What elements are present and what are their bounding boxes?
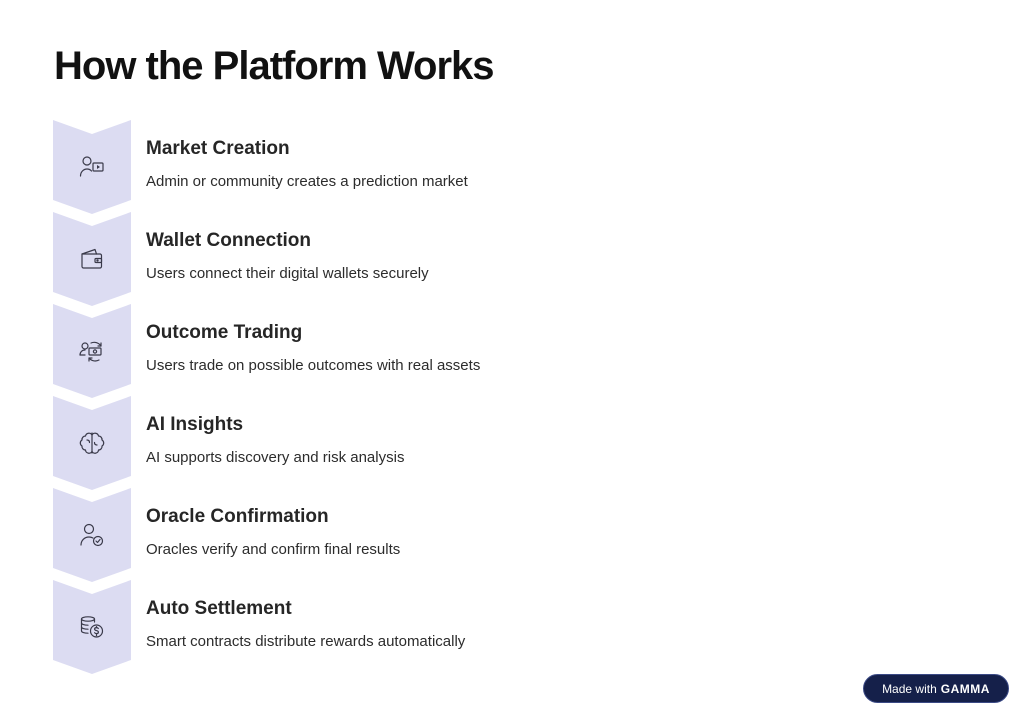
step-chevron <box>53 120 131 214</box>
step-description: Users connect their digital wallets secu… <box>146 265 429 282</box>
steps-list: Market Creation Admin or community creat… <box>53 120 753 674</box>
step-title: Market Creation <box>146 138 290 159</box>
wallet-icon <box>81 248 103 269</box>
step-chevron <box>53 396 131 490</box>
step-chevron <box>53 212 131 306</box>
step-title: Oracle Confirmation <box>146 506 329 527</box>
step-oracle-confirmation: Oracle Confirmation Oracles verify and c… <box>53 488 753 582</box>
step-chevron <box>53 488 131 582</box>
step-title: AI Insights <box>146 414 244 435</box>
step-title: Outcome Trading <box>146 322 303 343</box>
brain-icon <box>79 432 105 454</box>
step-description: Oracles verify and confirm final results <box>146 541 401 558</box>
user-check-icon <box>80 523 104 547</box>
badge-prefix: Made with <box>882 681 937 696</box>
step-ai-insights: AI Insights AI supports discovery and ri… <box>53 396 753 490</box>
user-presentation-icon <box>79 156 104 177</box>
step-description: Users trade on possible outcomes with re… <box>146 357 481 374</box>
step-auto-settlement: Auto Settlement Smart contracts distribu… <box>53 580 753 674</box>
gamma-logo: GAMMA <box>940 681 990 696</box>
page-title: How the Platform Works <box>54 44 495 88</box>
step-description: Admin or community creates a prediction … <box>146 173 468 190</box>
step-title: Auto Settlement <box>146 598 292 619</box>
step-title: Wallet Connection <box>146 230 312 251</box>
step-description: AI supports discovery and risk analysis <box>146 449 405 466</box>
step-market-creation: Market Creation Admin or community creat… <box>53 120 753 214</box>
step-chevron <box>53 580 131 674</box>
step-outcome-trading: Outcome Trading Users trade on possible … <box>53 304 753 398</box>
user-exchange-icon <box>79 341 102 362</box>
step-description: Smart contracts distribute rewards autom… <box>146 633 466 650</box>
made-with-gamma-badge[interactable]: Made with GAMMA <box>863 674 1009 703</box>
coins-dollar-icon <box>80 616 104 638</box>
step-wallet-connection: Wallet Connection Users connect their di… <box>53 212 753 306</box>
step-chevron <box>53 304 131 398</box>
